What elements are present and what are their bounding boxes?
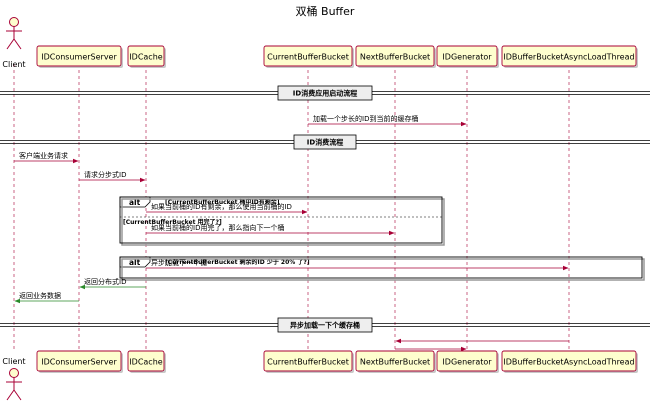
participant-label: IDConsumerServer <box>41 358 117 367</box>
alt-keyword: alt <box>129 258 141 267</box>
participant-next-bottom: NextBufferBucket <box>355 350 436 373</box>
section-divider: ID消费应用启动流程 <box>0 85 650 101</box>
participant-label: Client <box>2 357 25 366</box>
participant-generator-top: IDGenerator <box>436 45 499 68</box>
participant-current-top: CurrentBufferBucket <box>263 45 354 68</box>
participant-label: IDConsumerServer <box>41 53 117 62</box>
participant-consumer-bottom: IDConsumerServer <box>36 350 123 373</box>
message-label: 如果当前桶的ID用完了，那么指向下一个桶 <box>151 223 284 232</box>
message-label: 返回业务数据 <box>19 291 61 300</box>
participants-top: Client IDConsumerServer IDCache CurrentBuff… <box>2 17 638 69</box>
message-label: 如果当前桶的ID有剩余，那么使用当前桶的ID <box>151 202 292 211</box>
divider-label: ID消费应用启动流程 <box>293 89 357 98</box>
actor-client-top: Client <box>2 17 26 69</box>
participant-label: IDBufferBucketAsyncLoadThread <box>503 358 634 367</box>
participant-label: IDGenerator <box>442 53 492 62</box>
participant-current-bottom: CurrentBufferBucket <box>263 350 354 373</box>
participant-cache-bottom: IDCache <box>127 350 166 373</box>
alt-keyword: alt <box>129 198 141 207</box>
participant-next-top: NextBufferBucket <box>355 45 436 68</box>
message-arrow: 返回分布式ID <box>79 277 146 290</box>
participant-label: CurrentBufferBucket <box>267 358 349 367</box>
participant-cache-top: IDCache <box>127 45 166 68</box>
divider-label: 异步加载一下个缓存桶 <box>290 321 360 330</box>
message-arrow: 返回业务数据 <box>14 291 79 304</box>
alt-frame <box>119 256 643 279</box>
participant-label: NextBufferBucket <box>360 53 430 62</box>
message-arrow: 异步加载下一个桶 <box>146 258 569 271</box>
message-arrow: 加载一个步长的ID到当前的缓存桶 <box>308 114 467 127</box>
actor-client-bottom: Client <box>2 357 26 401</box>
participant-consumer-top: IDConsumerServer <box>36 45 123 68</box>
alt-guard: [CurrentBufferBucket 桶中ID有剩余] <box>165 198 280 206</box>
message-label: 异步加载下一个桶 <box>151 258 207 267</box>
message-label: 客户端业务请求 <box>19 151 68 160</box>
participant-label: IDCache <box>129 358 162 367</box>
message-arrow: 如果当前桶的ID用完了，那么指向下一个桶 <box>146 223 395 236</box>
participant-label: NextBufferBucket <box>360 358 430 367</box>
section-divider: ID消费流程 <box>0 134 650 150</box>
message-arrow: 如果当前桶的ID有剩余，那么使用当前桶的ID <box>146 202 308 215</box>
message-arrow: 客户端业务请求 <box>14 151 79 164</box>
participant-label: CurrentBufferBucket <box>267 53 349 62</box>
participant-label: IDBufferBucketAsyncLoadThread <box>503 53 634 62</box>
participant-generator-bottom: IDGenerator <box>436 350 499 373</box>
section-divider: 异步加载一下个缓存桶 <box>0 317 650 333</box>
participant-loader-bottom: IDBufferBucketAsyncLoadThread <box>501 350 638 373</box>
participant-label: IDGenerator <box>442 358 492 367</box>
alt-guard: [CurrentBufferBucket 剩余的ID 少于 20% 了?] <box>165 258 310 266</box>
alt-guard: [CurrentBufferBucket 用完了?] <box>123 218 222 226</box>
alt-fragment: alt [CurrentBufferBucket 剩余的ID 少于 20% 了?] <box>119 256 645 281</box>
diagram-title: 双桶 Buffer <box>296 4 355 18</box>
participant-label: Client <box>2 60 25 69</box>
message-label: 返回分布式ID <box>84 277 126 286</box>
message-label: 请求分步式ID <box>84 170 126 179</box>
alt-fragment: alt [CurrentBufferBucket 桶中ID有剩余] [Current… <box>119 196 445 246</box>
message-arrow: 请求分步式ID <box>79 170 146 183</box>
participants-bottom: Client IDConsumerServer IDCache CurrentBuff… <box>2 350 638 401</box>
participant-loader-top: IDBufferBucketAsyncLoadThread <box>501 45 638 68</box>
divider-label: ID消费流程 <box>307 138 343 147</box>
alt-frame <box>119 196 443 244</box>
participant-label: IDCache <box>129 53 162 62</box>
message-label: 加载一个步长的ID到当前的缓存桶 <box>313 114 418 123</box>
